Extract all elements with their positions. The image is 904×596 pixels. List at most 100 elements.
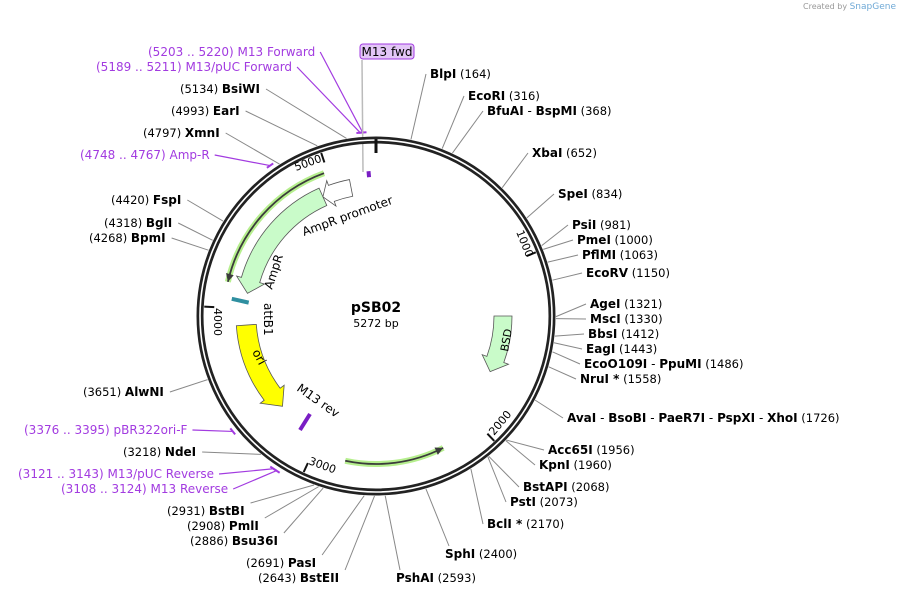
enzyme-position: (1150) [628,266,670,280]
enzyme-site-label[interactable]: BfuAI - BspMI (368) [487,104,612,118]
enzyme-name: BpmI [131,231,166,245]
enzyme-site-label[interactable]: (3651) AlwNI [83,385,164,399]
enzyme-site-label[interactable]: (4268) BpmI [89,231,166,245]
ampr-promoter-arrow[interactable] [322,179,354,208]
primer-label[interactable]: (5203 .. 5220) M13 Forward [148,45,315,59]
enzyme-site-label[interactable]: MscI (1330) [590,312,663,326]
enzyme-name: AlwNI [125,385,164,399]
enzyme-name: BfuAI [487,104,524,118]
enzyme-position: (4797) [143,126,185,140]
enzyme-name: SpeI [558,187,588,201]
enzyme-site-line [344,495,375,571]
enzyme-site-label[interactable]: (4318) BglI [104,216,172,230]
feature-label-m13-rev: M13 rev [294,381,342,420]
enzyme-site-label[interactable]: AgeI (1321) [590,297,662,311]
primer-site-marker [272,467,281,474]
enzyme-site-line [553,342,583,350]
primer-line [319,51,364,133]
primer-range: (3108 .. 3124) [61,482,151,496]
bsd-feature-arrow[interactable] [481,315,513,373]
site-lines [169,51,587,571]
enzyme-site-label[interactable]: (2886) Bsu36I [190,534,278,548]
enzyme-position: (2886) [190,534,232,548]
enzyme-position: (2643) [258,571,300,585]
ori-feature-arrow[interactable] [235,323,285,407]
enzyme-position: (164) [456,67,491,81]
enzyme-site-label[interactable]: BstAPI (2068) [523,480,609,494]
enzyme-site-label[interactable]: (3218) NdeI [123,445,196,459]
enzyme-name: PspXI [717,411,755,425]
primer-name: pBR322ori-F [114,423,188,437]
orf-arc-bottom[interactable] [345,447,444,465]
ampr-feature-arrow[interactable] [235,187,328,294]
enzyme-site-label[interactable]: (4797) XmnI [143,126,220,140]
m13-rev-primer-site[interactable] [298,412,312,432]
enzyme-site-label[interactable]: EagI (1443) [586,342,657,356]
enzyme-site-label[interactable]: BlpI (164) [430,67,491,81]
enzyme-name: AgeI [590,297,620,311]
primer-label[interactable]: (4748 .. 4767) Amp-R [80,148,210,162]
enzyme-site-line [552,272,583,281]
enzyme-name: PmeI [577,233,611,247]
enzyme-site-line [410,73,427,140]
primer-label[interactable]: (3121 .. 3143) M13/pUC Reverse [18,467,214,481]
separator: - [647,357,659,371]
enzyme-site-label[interactable]: PmeI (1000) [577,233,653,247]
enzyme-position: (1412) [617,327,659,341]
enzyme-site-label[interactable]: XbaI (652) [532,146,597,160]
primer-label[interactable]: (5189 .. 5211) M13/pUC Forward [96,60,292,74]
enzyme-site-line [541,224,569,247]
enzyme-site-label[interactable]: BclI * (2170) [487,517,564,531]
enzyme-site-label[interactable]: SphI (2400) [445,547,517,561]
enzyme-site-line [384,495,401,571]
enzyme-site-label[interactable]: PstI (2073) [510,495,578,509]
orf-arc-ampr[interactable] [227,172,325,283]
tick-mark [320,152,326,163]
enzyme-name: BlpI [430,67,456,81]
enzyme-name: PmlI [229,519,259,533]
enzyme-site-line [441,95,465,149]
enzyme-site-label[interactable]: PflMI (1063) [582,248,658,262]
tick-mark [526,251,537,257]
snapgene-credit: Created by SnapGene [803,2,896,12]
enzyme-site-label[interactable]: BbsI (1412) [588,327,659,341]
enzyme-position: (4268) [89,231,131,245]
site-labels: BlpI (164) EcoRI (316)BfuAI - BspMI (368)… [18,45,840,585]
feature-label-attb1: attB1 [261,303,275,336]
m13-fwd-box[interactable] [359,43,415,60]
enzyme-site-label[interactable]: AvaI - BsoBI - PaeR7I - PspXI - XhoI (17… [567,411,840,425]
enzyme-site-label[interactable]: (2643) BstEII [258,571,339,585]
m13-fwd-primer-site[interactable] [366,171,372,178]
enzyme-site-label[interactable]: (2691) PasI [246,556,316,570]
enzyme-site-label[interactable]: EcoRI (316) [468,89,540,103]
enzyme-site-label[interactable]: PsiI (981) [572,218,631,232]
enzyme-site-label[interactable]: EcoRV (1150) [586,266,670,280]
orf-arc-bottom-glow [344,445,445,467]
snapgene-logo-text: SnapGene [849,2,896,12]
primer-label[interactable]: (3376 .. 3395) pBR322ori-F [24,423,188,437]
tick-mark [302,462,309,473]
enzyme-site-line [488,455,520,488]
enzyme-site-label[interactable]: Acc65I (1956) [548,443,635,457]
enzyme-site-label[interactable]: SpeI (834) [558,187,622,201]
enzyme-site-line [264,486,319,519]
enzyme-name: EcoRV [586,266,629,280]
attb1-feature[interactable] [231,296,250,305]
enzyme-site-label[interactable]: PshAI (2593) [396,571,476,585]
enzyme-site-label[interactable]: (2931) BstBI [167,504,245,518]
enzyme-position: (1000) [611,233,653,247]
enzyme-site-line [470,468,484,525]
enzyme-site-label[interactable]: (5134) BsiWI [180,82,260,96]
enzyme-site-label[interactable]: (2908) PmlI [187,519,259,533]
orf-arc-bottom-arrowhead [434,447,444,455]
enzyme-site-label[interactable]: (4993) EarI [171,104,240,118]
features [224,59,513,467]
enzyme-site-label[interactable]: KpnI (1960) [539,458,612,472]
primer-range: (3121 .. 3143) [18,467,108,481]
enzyme-site-label[interactable]: EcoO109I - PpuMI (1486) [584,357,744,371]
enzyme-site-label[interactable]: (4420) FspI [111,193,181,207]
enzyme-site-label[interactable]: NruI * (1558) [580,372,661,386]
primer-label[interactable]: (3108 .. 3124) M13 Reverse [61,482,228,496]
primer-range: (4748 .. 4767) [80,148,170,162]
tick-mark [486,432,495,442]
